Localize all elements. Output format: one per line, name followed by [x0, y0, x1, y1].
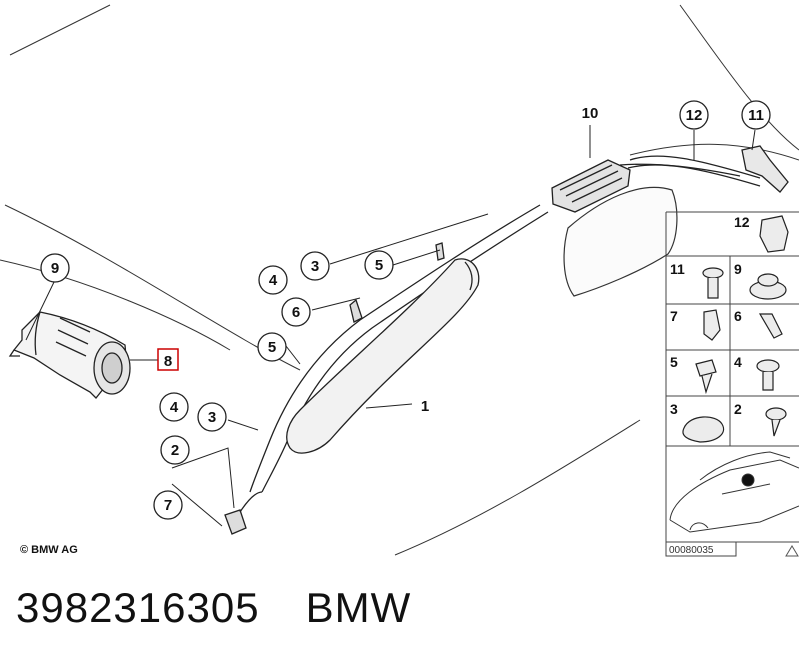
terminal-icon	[758, 313, 783, 339]
svg-text:9: 9	[734, 261, 742, 277]
svg-text:12: 12	[734, 214, 750, 230]
legend-cell-11[interactable]: 11	[670, 261, 724, 299]
label-10[interactable]: 10	[582, 105, 599, 122]
legend-cell-4[interactable]: 4	[734, 354, 780, 391]
svg-text:12: 12	[686, 107, 703, 124]
part-number: 3982316305	[16, 584, 260, 631]
svg-text:11: 11	[670, 261, 685, 277]
svg-text:5: 5	[268, 339, 276, 356]
location-marker-icon	[741, 473, 755, 487]
svg-text:7: 7	[164, 497, 172, 514]
svg-text:3: 3	[208, 409, 216, 426]
svg-text:8: 8	[164, 353, 172, 370]
svg-text:2: 2	[734, 401, 742, 417]
svg-text:5: 5	[670, 354, 678, 370]
bolt-icon	[702, 267, 724, 299]
callout-4-lower[interactable]: 4	[159, 392, 189, 422]
callout-12[interactable]: 12	[679, 100, 709, 130]
copyright-text: © BMW AG	[20, 544, 78, 556]
svg-text:3: 3	[670, 401, 678, 417]
callout-4-upper[interactable]: 4	[258, 265, 288, 295]
car-locator-thumbnail	[669, 451, 799, 533]
legend-cell-6[interactable]: 6	[734, 308, 783, 339]
callout-3-lower[interactable]: 3	[197, 402, 227, 432]
brand-name: BMW	[305, 584, 412, 631]
callout-2[interactable]: 2	[160, 435, 190, 465]
legend-cell-9[interactable]: 9	[734, 261, 787, 300]
svg-text:7: 7	[670, 308, 678, 324]
callout-11[interactable]: 11	[741, 100, 771, 130]
legend-cell-3[interactable]: 3	[670, 401, 725, 443]
legend-cell-7[interactable]: 7	[670, 308, 721, 341]
callout-9[interactable]: 9	[40, 253, 70, 283]
svg-text:2: 2	[171, 442, 179, 459]
legend-cell-12[interactable]: 12	[734, 214, 789, 253]
callout-6[interactable]: 6	[281, 297, 311, 327]
grommet-icon	[682, 416, 725, 443]
screw-small-icon	[765, 407, 787, 437]
callout-3-upper[interactable]: 3	[300, 251, 330, 281]
callout-5-lower[interactable]: 5	[257, 332, 287, 362]
callout-5-upper[interactable]: 5	[364, 250, 394, 280]
svg-text:4: 4	[269, 272, 278, 289]
hose-part-12[interactable]	[619, 163, 741, 177]
socket-screw-icon	[756, 359, 780, 391]
label-1[interactable]: 1	[421, 398, 429, 415]
svg-text:00080035: 00080035	[669, 545, 714, 556]
bracket-icon	[703, 309, 721, 341]
airbag-module-part-8[interactable]	[8, 311, 131, 399]
svg-text:3: 3	[311, 258, 319, 275]
curtain-airbag-part-1[interactable]	[224, 204, 549, 535]
legend-cell-5[interactable]: 5	[670, 354, 717, 395]
sun-visor	[563, 186, 678, 297]
car-body-outline	[0, 4, 799, 556]
svg-text:6: 6	[292, 304, 300, 321]
svg-text:4: 4	[170, 399, 179, 416]
svg-text:4: 4	[734, 354, 742, 370]
screw-icon	[695, 359, 717, 395]
clip-icon	[759, 215, 789, 253]
connector-part-11[interactable]	[741, 145, 789, 193]
reference-number-box: 00080035	[665, 541, 737, 557]
svg-text:11: 11	[748, 107, 764, 124]
legend-cell-2[interactable]: 2	[734, 401, 787, 437]
callout-8-highlight[interactable]: 8	[157, 348, 179, 371]
svg-text:6: 6	[734, 308, 742, 324]
leader-lines	[25, 125, 756, 527]
svg-text:9: 9	[51, 260, 59, 277]
svg-text:5: 5	[375, 257, 383, 274]
nut-icon	[749, 273, 787, 300]
part-caption: 3982316305 BMW	[16, 584, 411, 632]
callout-7[interactable]: 7	[153, 490, 183, 520]
corner-triangle-icon	[785, 545, 799, 557]
legend-grid	[665, 211, 799, 543]
